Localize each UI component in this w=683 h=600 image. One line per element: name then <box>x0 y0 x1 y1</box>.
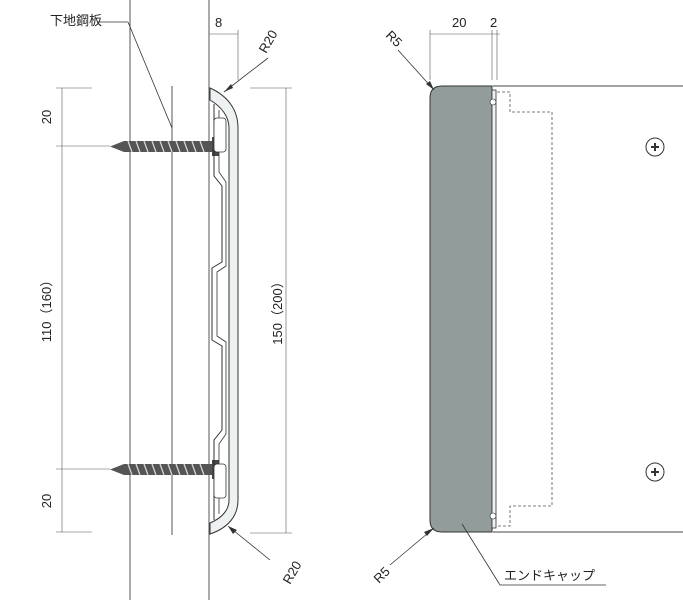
bottom-r5-label: R5 <box>371 564 393 586</box>
bottom-screw <box>110 460 219 479</box>
bottom-radius-arrow <box>228 526 237 534</box>
top-r5-label: R5 <box>383 28 405 50</box>
thickness-dimension-lines <box>208 30 239 80</box>
top-margin-dimension: 20 <box>39 110 54 124</box>
handrail-profile-outer <box>209 87 239 535</box>
phillips-screw-head-icon <box>645 137 665 157</box>
handrail-profile-inner-web <box>211 104 223 520</box>
width-dimension: 20 <box>452 15 466 30</box>
end-cap-leader <box>461 523 501 586</box>
end-cap-pin-bottom <box>489 512 497 520</box>
top-radius-arrow <box>224 84 233 92</box>
elevation-view: 20 2 R5 R5 エンドキャップ <box>371 15 683 586</box>
base-plate-leader <box>127 21 173 129</box>
screw-shank <box>124 464 214 475</box>
screw-pocket-bottom <box>213 463 227 499</box>
overall-height-dimension: 150（200） <box>270 275 285 344</box>
end-cap-pin-top <box>489 98 497 106</box>
screw-tip <box>110 464 124 475</box>
overall-height-dimension-lines <box>250 87 292 534</box>
top-radius-label: R20 <box>256 27 281 55</box>
left-dimension-chain <box>56 87 110 533</box>
screw-pocket-top <box>213 117 227 153</box>
screw-tip <box>110 141 124 152</box>
handrail-profile-inner-web-2 <box>216 110 227 514</box>
hidden-profile-outline <box>497 91 553 527</box>
width-dimension-lines <box>429 30 500 80</box>
top-screw <box>110 137 219 156</box>
base-plate-label: 下地鋼板 <box>50 13 102 28</box>
section-view: 20 110（160） 20 150（200） 8 R20 R20 下地鋼板 <box>39 0 305 600</box>
bottom-radius-label: R20 <box>280 558 305 586</box>
top-r5-arrow <box>426 81 434 90</box>
screw-shank <box>124 141 214 152</box>
thickness-dimension: 8 <box>215 15 222 30</box>
gap-dimension: 2 <box>490 15 497 30</box>
end-cap <box>429 85 493 533</box>
bottom-r5-arrow <box>424 528 434 536</box>
wall-panel-edges <box>493 85 683 533</box>
end-cap-label: エンドキャップ <box>504 568 595 583</box>
bottom-margin-dimension: 20 <box>39 494 54 508</box>
screw-pitch-dimension: 110（160） <box>39 274 54 342</box>
end-cap-gap-strip <box>491 89 497 529</box>
phillips-screw-head-icon <box>645 462 665 482</box>
